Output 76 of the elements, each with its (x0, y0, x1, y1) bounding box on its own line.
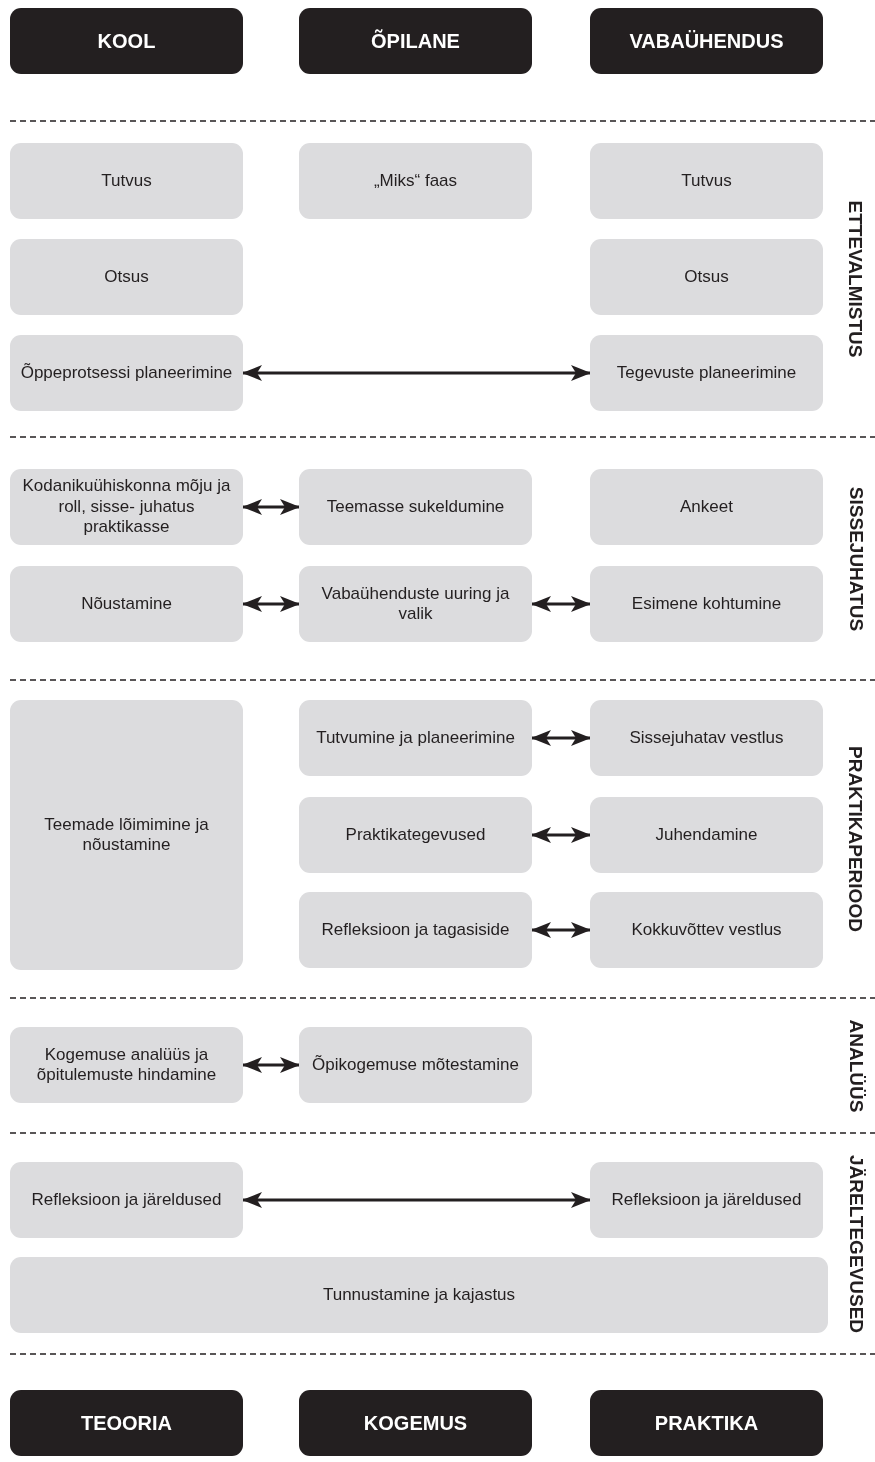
step-text: Vabaühenduste uuring ja valik (320, 583, 511, 625)
header-box (299, 1390, 532, 1456)
step-text: Refleksioon ja tagasiside (321, 919, 510, 941)
step-text: Kokkuvõttev vestlus (631, 919, 782, 941)
header-text: TEOORIA (80, 1411, 173, 1435)
double-arrow (531, 730, 591, 746)
double-arrow (242, 499, 300, 515)
double-arrow (531, 827, 591, 843)
section-label: ANALÜÜS (844, 1018, 867, 1114)
step-box (590, 700, 823, 776)
step-box (299, 469, 532, 545)
step-box (299, 892, 532, 968)
double-arrow (531, 596, 591, 612)
step-text: Tutvus (681, 170, 732, 192)
step-box (590, 143, 823, 219)
double-arrow (242, 365, 591, 381)
step-box (10, 1162, 243, 1238)
step-box (590, 797, 823, 873)
step-box (10, 335, 243, 411)
header-text: KOOL (97, 29, 156, 53)
step-box (299, 797, 532, 873)
step-box (590, 892, 823, 968)
step-box (590, 469, 823, 545)
step-text: Praktikategevused (345, 824, 486, 846)
step-text: Juhendamine (655, 824, 758, 846)
step-box (299, 143, 532, 219)
step-box (590, 239, 823, 315)
double-arrow (242, 1057, 300, 1073)
step-text: Tegevuste planeerimine (616, 362, 797, 384)
double-arrow (242, 1192, 591, 1208)
header-box (590, 1390, 823, 1456)
section-label: JÄRELTEGEVUSED (844, 1153, 867, 1335)
section-label: SISSEJUHATUS (844, 485, 867, 633)
double-arrow (242, 596, 300, 612)
step-text: Õpikogemuse mõtestamine (312, 1054, 519, 1076)
step-box (10, 1257, 828, 1333)
step-text: Tunnustamine ja kajastus (322, 1284, 516, 1306)
step-box (299, 566, 532, 642)
step-text: Otsus (684, 266, 729, 288)
step-box (10, 1027, 243, 1103)
header-text: VABAÜHENDUS (629, 29, 784, 53)
step-box (10, 469, 243, 545)
step-box (299, 1027, 532, 1103)
step-box (299, 700, 532, 776)
section-label: ETTEVALMISTUS (844, 199, 867, 360)
step-box (590, 335, 823, 411)
header-box (299, 8, 532, 74)
section-label: PRAKTIKAPERIOOD (844, 745, 867, 934)
step-text: Sissejuhatav vestlus (629, 727, 784, 749)
step-box (590, 1162, 823, 1238)
header-box (10, 8, 243, 74)
step-text: Tutvumine ja planeerimine (316, 727, 515, 749)
step-text: Teemasse sukeldumine (326, 496, 505, 518)
step-text: Refleksioon ja järeldused (31, 1189, 222, 1211)
step-text: „Miks“ faas (373, 170, 458, 192)
step-text: Tutvus (101, 170, 152, 192)
step-box (10, 566, 243, 642)
header-text: KOGEMUS (363, 1411, 468, 1435)
step-text: Teemade lõimimine ja nõustamine (43, 814, 210, 856)
step-text: Ankeet (680, 496, 733, 518)
step-text: Esimene kohtumine (631, 593, 782, 615)
step-box (10, 700, 243, 970)
header-box (590, 8, 823, 74)
step-text: Õppeprotsessi planeerimine (20, 362, 233, 384)
header-text: ÕPILANE (371, 29, 460, 53)
step-text: Refleksioon ja järeldused (611, 1189, 802, 1211)
step-text: Kogemuse analüüs ja õpitulemuste hindamine (35, 1044, 218, 1086)
header-box (10, 1390, 243, 1456)
step-text: Otsus (104, 266, 149, 288)
step-box (10, 143, 243, 219)
step-text: Kodanikuühiskonna mõju ja roll, sisse- juhatus praktikasse (21, 476, 232, 538)
step-box (10, 239, 243, 315)
double-arrow (531, 922, 591, 938)
step-text: Nõustamine (81, 593, 172, 615)
step-box (590, 566, 823, 642)
header-text: PRAKTIKA (654, 1411, 759, 1435)
